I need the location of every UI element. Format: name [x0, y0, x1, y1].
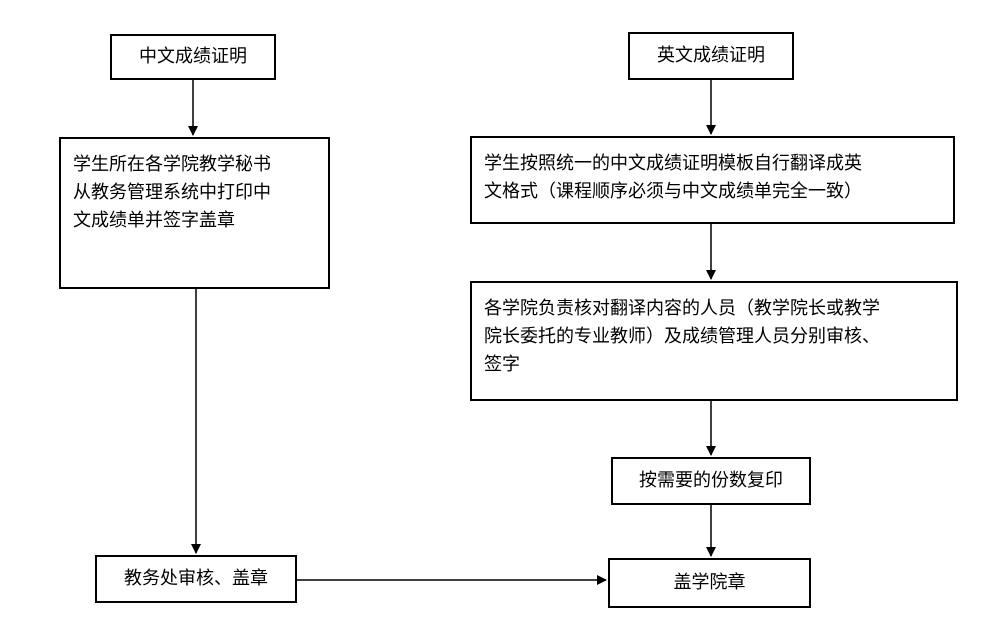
secretary-print-line-1: 学生所在各学院教学秘书: [73, 154, 271, 175]
english-transcript-cert-label: 英文成绩证明: [657, 45, 765, 66]
chinese-transcript-cert-label: 中文成绩证明: [139, 46, 247, 67]
college-review-line-1: 各学院负责核对翻译内容的人员（教学院长或教学: [484, 298, 880, 319]
student-translate-line-2: 文格式（课程顺序必须与中文成绩单完全一致）: [484, 181, 862, 202]
academic-affairs-review-label: 教务处审核、盖章: [124, 568, 268, 589]
secretary-print-line-2: 从教务管理系统中打印中: [73, 182, 271, 203]
english-transcript-cert-box: 英文成绩证明: [628, 32, 794, 80]
secretary-print-line-3: 文成绩单并签字盖章: [73, 210, 235, 231]
college-seal-box: 盖学院章: [608, 558, 811, 608]
college-review-line-3: 签字: [484, 354, 520, 375]
college-seal-label: 盖学院章: [673, 572, 746, 593]
student-translate-box: 学生按照统一的中文成绩证明模板自行翻译成英 文格式（课程顺序必须与中文成绩单完全…: [470, 136, 955, 224]
secretary-print-box: 学生所在各学院教学秘书 从教务管理系统中打印中 文成绩单并签字盖章: [59, 137, 330, 289]
photocopy-label: 按需要的份数复印: [639, 470, 783, 491]
college-review-box: 各学院负责核对翻译内容的人员（教学院长或教学 院长委托的专业教师）及成绩管理人员…: [470, 281, 958, 401]
college-review-line-2: 院长委托的专业教师）及成绩管理人员分别审核、: [484, 326, 880, 347]
photocopy-box: 按需要的份数复印: [611, 457, 811, 505]
student-translate-line-1: 学生按照统一的中文成绩证明模板自行翻译成英: [484, 153, 862, 174]
academic-affairs-review-box: 教务处审核、盖章: [95, 555, 297, 603]
chinese-transcript-cert-box: 中文成绩证明: [110, 34, 276, 80]
